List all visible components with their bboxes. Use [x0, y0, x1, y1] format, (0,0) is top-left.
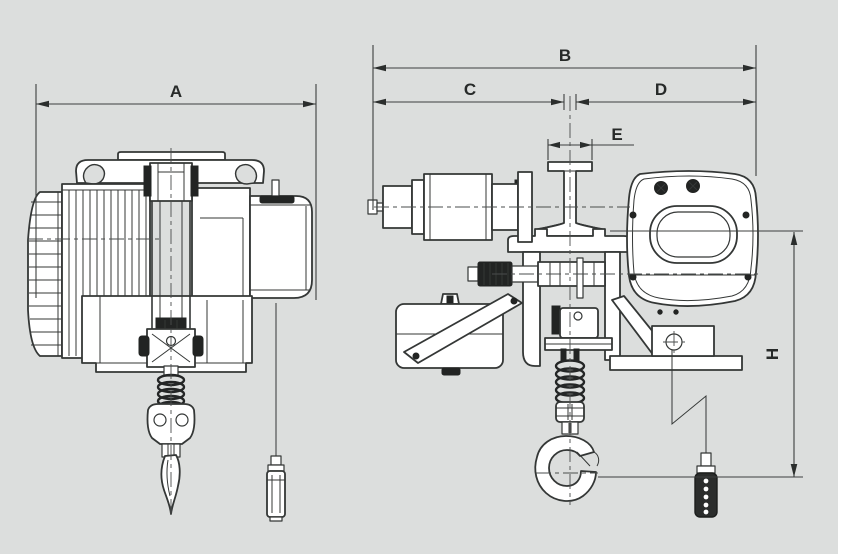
controller-cover-side [249, 195, 313, 299]
dimension-c-label: C [464, 80, 476, 99]
dimension-d-label: D [655, 80, 667, 99]
dimension-a: A [35, 82, 317, 300]
side-view: A [27, 82, 317, 522]
centerlines [28, 96, 758, 518]
dimension-b: B [372, 45, 757, 210]
body-side [191, 179, 313, 301]
support-arm [403, 293, 523, 364]
pendant-control-front [671, 350, 718, 518]
pendant-cable-front [671, 350, 707, 453]
front-view: B C D E H [367, 45, 803, 518]
dimension-h: H [598, 230, 803, 478]
chain-container-housing [626, 170, 759, 315]
pendant-control-side [266, 303, 286, 522]
hook-slot-left [82, 163, 106, 185]
suspension-bracket-side [75, 151, 265, 185]
mounting-bracket [609, 295, 743, 371]
dimension-c: C [373, 80, 565, 110]
hook-front-view [534, 401, 600, 502]
hook-slot-right [234, 163, 258, 185]
dimension-a-label: A [170, 82, 182, 101]
dimension-h-label: H [763, 348, 782, 360]
hoist-body-front [537, 257, 613, 351]
page-edge-strip [838, 0, 844, 554]
bracket-plate [651, 325, 715, 357]
cable-gland [271, 179, 280, 197]
dimension-d: D [575, 80, 756, 110]
dimension-e-label: E [611, 125, 622, 144]
fan-cover [27, 191, 63, 357]
control-box [395, 293, 523, 376]
fan-cover-slats [29, 192, 61, 356]
dimension-b-label: B [559, 46, 571, 65]
hook-body [534, 435, 597, 502]
cooling-fins [62, 189, 150, 356]
housing-bolts [629, 179, 752, 315]
dimension-e: E [547, 125, 634, 160]
bracket-foot [609, 355, 743, 371]
pendant-body-side [266, 470, 286, 518]
